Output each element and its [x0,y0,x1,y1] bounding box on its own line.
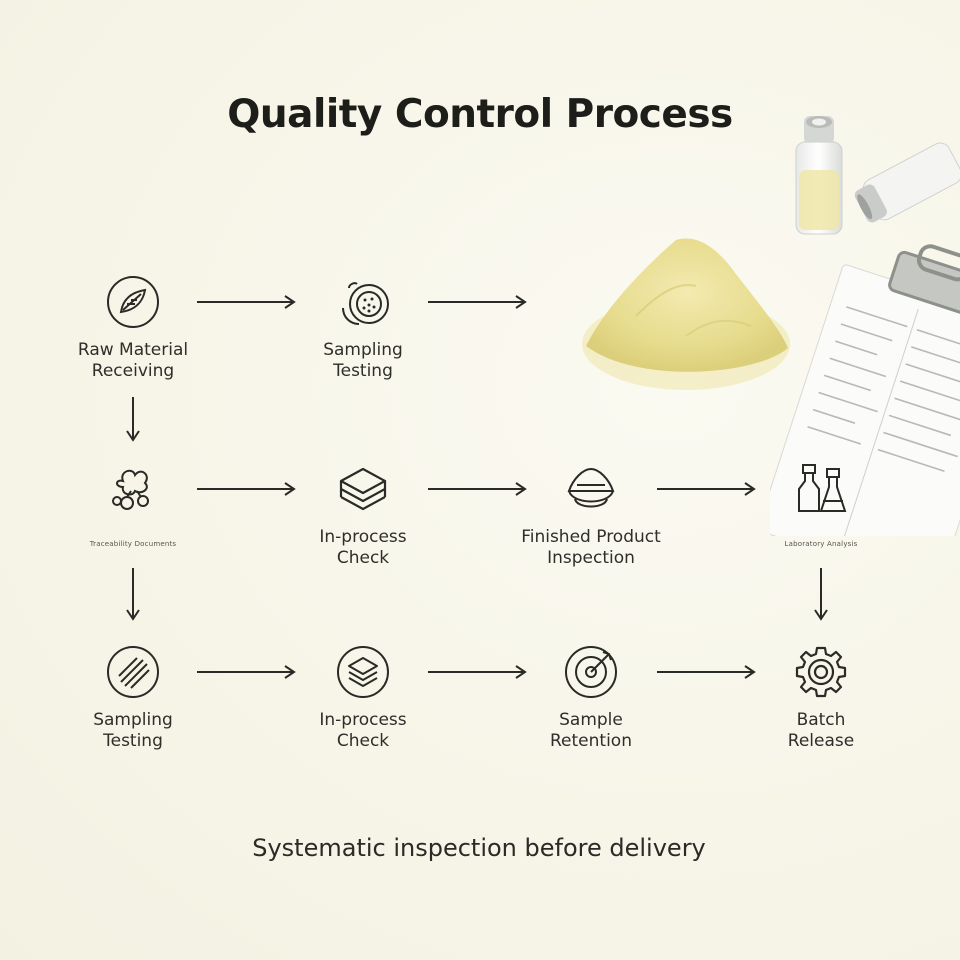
vial-image [854,142,960,223]
step-label: Finished Product Inspection [521,527,661,568]
step-label: Batch Release [787,710,855,751]
page-title: Quality Control Process [227,92,733,137]
lab-bottles-icon [798,464,847,512]
step-label: Sampling Testing [93,710,173,751]
flow-arrow-down [126,568,140,621]
powder-mound-icon [567,467,615,508]
gear-icon [795,646,847,698]
molecule-icon [112,469,149,510]
flow-arrow-right [428,482,527,496]
step-label: Sample Retention [550,710,632,751]
step-raw-material-receiving: Raw Material Receiving [43,274,223,382]
step-label: Sampling Testing [323,340,403,381]
flow-arrow-right [197,665,296,679]
layers-icon [339,467,387,511]
flow-arrow-down [126,397,140,442]
stack-circle-icon [337,646,389,698]
flow-arrow-right [657,665,756,679]
flow-arrow-down [814,568,828,621]
vial-image [795,116,843,235]
step-label: In-process Check [319,710,407,751]
flow-arrow-right [197,295,296,309]
step-label: Raw Material Receiving [77,340,189,381]
striped-circle-icon [107,646,159,698]
step-finished-product-inspection: Finished Product Inspection [501,461,681,569]
step-label-unreadable: Laboratory Analysis [784,540,858,548]
step-label: In-process Check [319,527,407,568]
flow-arrow-right [428,665,527,679]
powder-pile-image [582,238,790,390]
fruit-slice-icon [342,282,389,325]
step-sampling-testing-bottom: Sampling Testing [43,644,223,752]
step-batch-release: Batch Release [731,644,911,752]
leaf-knife-icon [107,276,159,328]
clipboard-document-image [770,244,960,536]
step-laboratory-analysis: Laboratory Analysis [731,461,911,549]
flow-arrow-right [428,295,527,309]
caption: Systematic inspection before delivery [252,834,706,862]
step-in-process-check-bottom: In-process Check [273,644,453,752]
step-sample-retention: Sample Retention [501,644,681,752]
step-traceability: Traceability Documents [43,461,223,549]
target-arrow-icon [565,646,617,698]
step-label-unreadable: Traceability Documents [89,540,177,548]
step-sampling-testing-top: Sampling Testing [273,274,453,382]
flow-arrow-right [197,482,296,496]
flow-arrow-right [657,482,756,496]
step-in-process-check-mid: In-process Check [273,461,453,569]
